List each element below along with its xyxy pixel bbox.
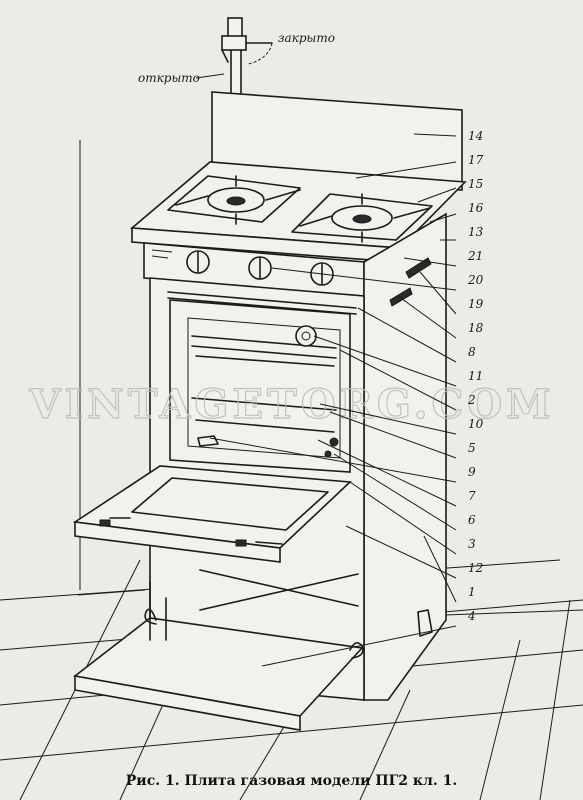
callout-20: 20 (467, 273, 484, 287)
callout-5: 5 (468, 441, 476, 455)
callout-8: 8 (468, 345, 476, 359)
callout-3: 3 (468, 537, 476, 551)
figure-caption: Рис. 1. Плита газовая модели ПГ2 кл. 1. (125, 773, 458, 789)
side-panel (363, 212, 447, 701)
callout-12: 12 (468, 561, 483, 575)
callout-13: 13 (468, 225, 484, 239)
callout-10: 10 (468, 417, 484, 431)
leader-lines (209, 133, 457, 667)
callout-19: 19 (468, 297, 484, 311)
callout-11: 11 (468, 369, 483, 383)
drawer (73, 569, 364, 731)
burner-right (291, 193, 433, 243)
callout-6: 6 (468, 513, 476, 527)
callout-2: 2 (467, 393, 476, 407)
callout-15: 15 (468, 177, 483, 191)
watermark: VINTAGETORG.COM (28, 381, 554, 428)
callout-7: 7 (468, 489, 476, 503)
callout-18: 18 (468, 321, 484, 335)
wall-corner (77, 140, 583, 616)
valve-open-label: открыто (138, 71, 200, 85)
callout-9: 9 (468, 465, 476, 479)
oven-door (72, 465, 352, 563)
backsplash (211, 91, 463, 191)
burner-left (167, 175, 301, 225)
callout-16: 16 (468, 201, 484, 215)
callout-14: 14 (468, 129, 483, 143)
callout-4: 4 (467, 609, 476, 623)
gas-valve (221, 17, 273, 95)
callout-17: 17 (468, 153, 484, 167)
callout-1: 1 (468, 585, 476, 599)
valve-closed-label: закрыто (278, 31, 335, 45)
callout-21: 21 (467, 249, 483, 263)
